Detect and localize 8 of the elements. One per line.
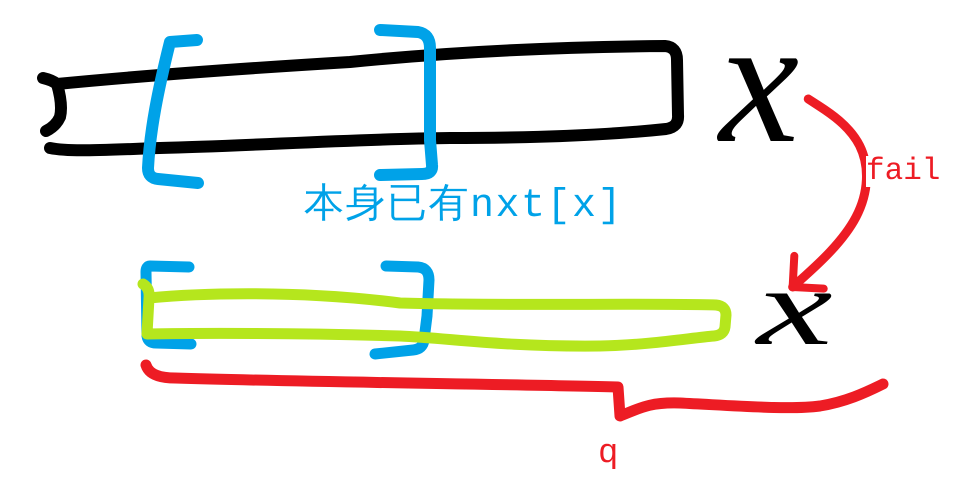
hand-drawn-bar xyxy=(37,40,685,158)
variable-label: x xyxy=(712,54,806,144)
hand-drawn-bar xyxy=(137,278,732,353)
edge-label: fail xyxy=(866,156,940,187)
annotation-text: 本身已有nxt[x] xyxy=(304,184,624,230)
variable-label: x xyxy=(750,291,840,346)
brace-label: q xyxy=(598,437,618,471)
arrow xyxy=(788,94,871,293)
